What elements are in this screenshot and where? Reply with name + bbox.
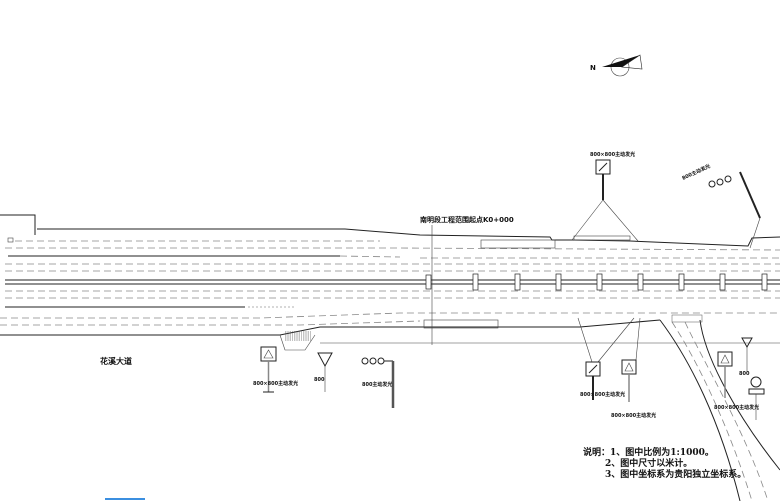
ramp-edge xyxy=(699,319,780,471)
hatched-area xyxy=(671,314,703,323)
svg-text:800×800主动发光: 800×800主动发光 xyxy=(253,380,298,387)
svg-text:800: 800 xyxy=(739,371,750,377)
svg-text:800×800主动发光: 800×800主动发光 xyxy=(714,404,759,411)
note-item: 1、图中比例为1:1000。 xyxy=(610,448,714,458)
lane-sign-top-right: 800主动发光 xyxy=(681,163,761,249)
note-item: 3、图中坐标系为贵阳独立坐标系。 xyxy=(605,470,747,480)
yield-sign: 800 xyxy=(314,352,333,392)
ramp-lane xyxy=(671,321,753,501)
road-edge-top xyxy=(37,228,780,247)
start-label: 南明段工程范围起点K0+000 xyxy=(420,215,514,224)
crosswalk-box xyxy=(423,319,499,329)
svg-text:800主动发光: 800主动发光 xyxy=(681,163,712,182)
lane-line xyxy=(5,247,780,251)
notes-block: 说明：1、图中比例为1:1000。 2、图中尺寸以米计。 3、图中坐标系为贵阳独… xyxy=(583,448,746,481)
station-markers xyxy=(425,273,768,291)
svg-text:800主动发光: 800主动发光 xyxy=(362,381,392,388)
north-label: N xyxy=(590,64,596,72)
ramp-edge xyxy=(659,319,741,501)
warning-sign-bottom: 800×800主动发光 xyxy=(577,317,635,400)
svg-text:800×800主动发光: 800×800主动发光 xyxy=(611,412,656,419)
island xyxy=(279,334,316,351)
lane-sign-mid: 800主动发光 xyxy=(361,357,395,408)
lane-line xyxy=(0,320,421,326)
svg-text:800×800主动发光: 800×800主动发光 xyxy=(580,391,625,398)
road-name: 花溪大道 xyxy=(100,356,132,366)
pedestrian-sign-left: 800×800主动发光 xyxy=(253,346,298,393)
road-edge-bottom xyxy=(0,319,661,336)
north-arrow-icon: N xyxy=(590,54,643,77)
warning-sign-top: 800×800主动发光 xyxy=(571,151,639,242)
svg-text:800×800主动发光: 800×800主动发光 xyxy=(590,151,635,158)
note-item: 2、图中尺寸以米计。 xyxy=(605,459,693,469)
pedestrian-sign-right: 800×800主动发光 xyxy=(611,317,656,419)
svg-text:800: 800 xyxy=(314,377,325,383)
crosswalk-box xyxy=(480,239,556,249)
building-outline xyxy=(0,214,36,235)
notes-title: 说明： xyxy=(583,448,611,458)
marker-box xyxy=(7,237,14,243)
pedestrian-sign-far-right: 800×800主动发光 800 xyxy=(714,337,765,420)
median-line xyxy=(5,279,780,285)
lane-line xyxy=(339,255,401,258)
lane-line xyxy=(0,312,780,319)
ramp-lane xyxy=(684,321,769,501)
